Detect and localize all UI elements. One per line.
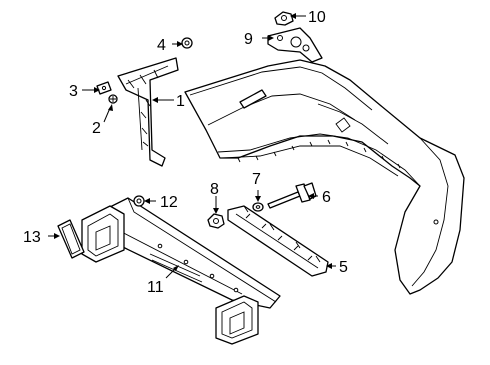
part-6-pin [267, 182, 317, 209]
part-7-washer [252, 202, 264, 212]
part-8-fastener [207, 213, 225, 229]
callout-1: 1 [176, 93, 185, 110]
callout-10: 10 [308, 9, 326, 26]
part-10-grommet [274, 11, 294, 26]
part-1-side-bracket [117, 57, 179, 167]
callout-2: 2 [92, 120, 101, 137]
callout-4: 4 [157, 37, 166, 54]
callout-3: 3 [69, 83, 78, 100]
part-12-nut [133, 195, 145, 207]
callout-8: 8 [210, 181, 219, 198]
part-9-upper-bracket [267, 27, 323, 63]
callout-7: 7 [252, 171, 261, 188]
callout-11: 11 [147, 279, 164, 296]
part-2-clip [108, 94, 118, 104]
bumper-cover [184, 59, 465, 295]
leader-lines [48, 13, 336, 279]
part-13-cap [57, 219, 85, 259]
part-11-reinforcement-bar [81, 197, 281, 345]
callout-6: 6 [322, 189, 331, 206]
callout-5: 5 [339, 259, 348, 276]
part-5-absorber [227, 205, 329, 277]
callout-12: 12 [160, 194, 178, 211]
callout-labels: 1 2 3 4 5 6 7 8 9 10 11 12 13 [23, 9, 348, 296]
callout-9: 9 [244, 31, 253, 48]
part-4-nut [181, 37, 193, 49]
part-3-plate [96, 81, 112, 95]
callout-13: 13 [23, 229, 41, 246]
